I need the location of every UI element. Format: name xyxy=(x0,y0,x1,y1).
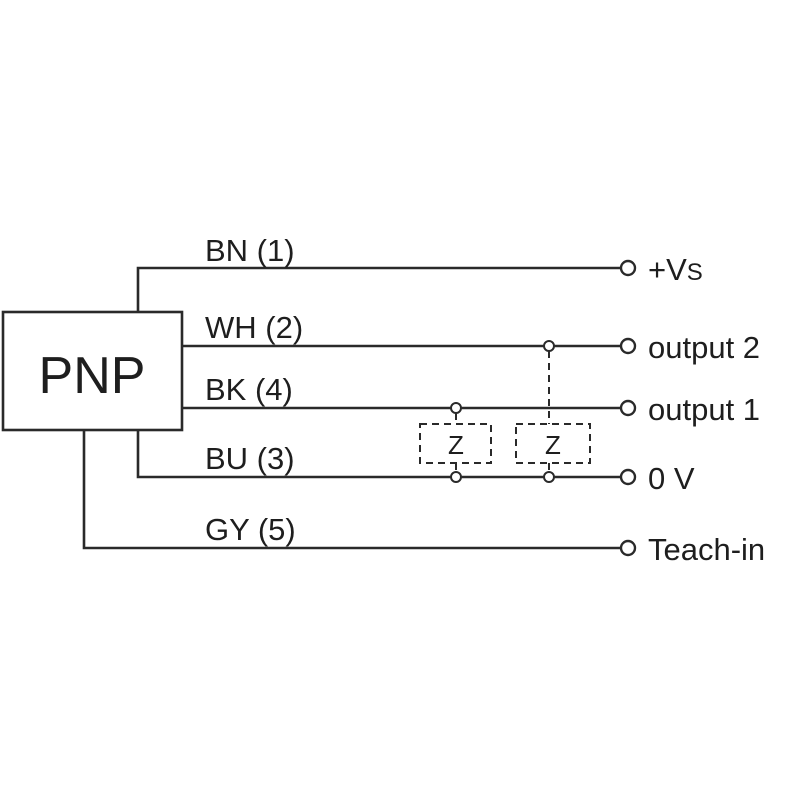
terminal-teach-in xyxy=(619,539,637,557)
load-2-label: Z xyxy=(545,430,561,460)
terminal-label-teach-in: Teach-in xyxy=(648,532,765,567)
pnp-device-box xyxy=(1,310,184,432)
wire-label-bu: BU (3) xyxy=(205,441,295,476)
wire-label-wh: WH (2) xyxy=(205,310,303,345)
terminal-label-output-1: output 1 xyxy=(648,392,760,427)
terminal-label-vs-main: +V xyxy=(648,252,687,287)
junction-0v-load-2 xyxy=(543,471,555,483)
terminal-output-1 xyxy=(619,399,637,417)
junction-output-1 xyxy=(450,402,462,414)
terminal-vs xyxy=(619,259,637,277)
load-2-box xyxy=(515,423,591,464)
terminal-0v xyxy=(619,468,637,486)
terminal-output-2 xyxy=(619,337,637,355)
pnp-device-label: PNP xyxy=(39,347,146,405)
wire-bn xyxy=(136,266,621,312)
wire-label-gy: GY (5) xyxy=(205,512,296,547)
terminal-label-vs: +VS xyxy=(648,252,703,287)
terminal-label-0v: 0 V xyxy=(648,461,695,496)
wire-label-bn: BN (1) xyxy=(205,233,295,268)
junction-output-2 xyxy=(543,340,555,352)
wire-gy xyxy=(82,430,621,550)
load-1-label: Z xyxy=(448,430,464,460)
wire-label-bk: BK (4) xyxy=(205,372,293,407)
terminal-label-output-2: output 2 xyxy=(648,330,760,365)
terminal-label-vs-sub: S xyxy=(687,259,703,286)
junction-0v-load-1 xyxy=(450,471,462,483)
